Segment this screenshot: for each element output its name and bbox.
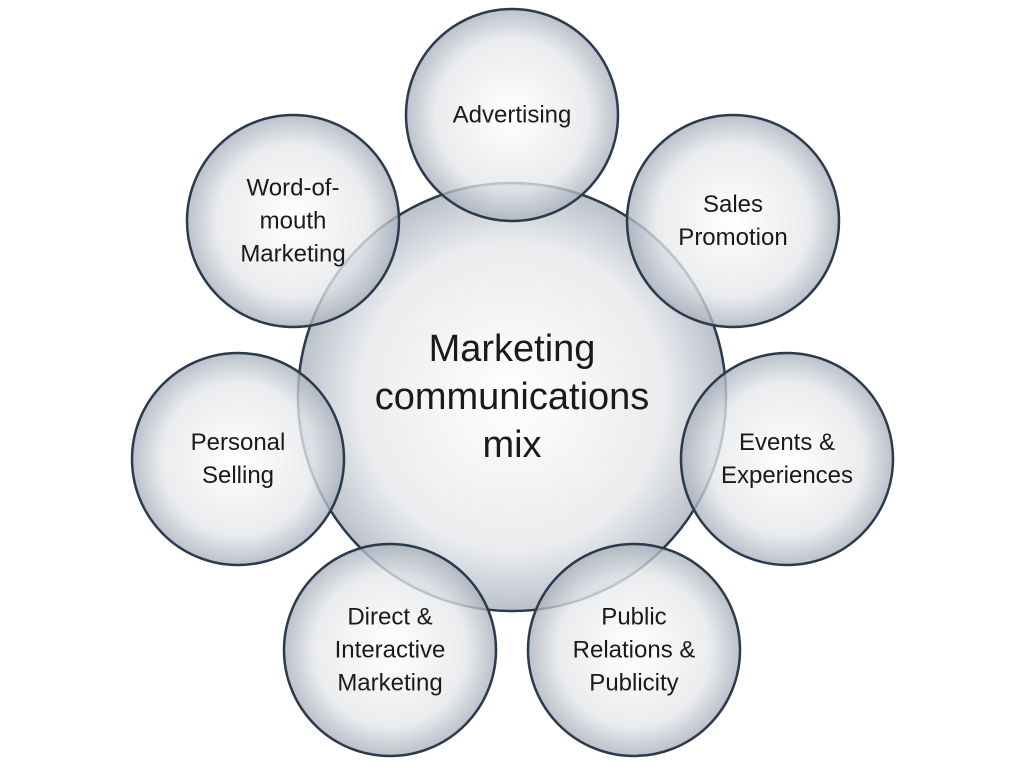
circle-public-relations (526, 542, 742, 758)
circle-events-experiences (679, 351, 895, 567)
circle-sales-promotion (625, 113, 841, 329)
circle-word-of-mouth (185, 113, 401, 329)
circle-personal-selling (130, 351, 346, 567)
circle-advertising (404, 7, 620, 223)
circle-direct-interactive (282, 542, 498, 758)
